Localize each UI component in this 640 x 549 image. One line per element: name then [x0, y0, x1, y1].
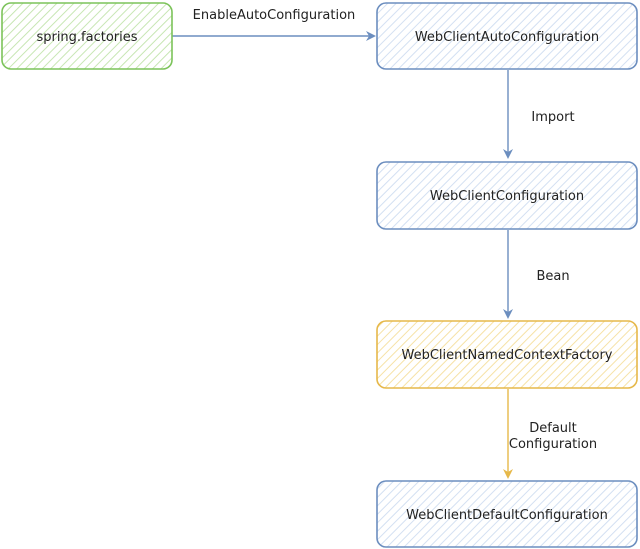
edge-label-bean: Bean — [536, 269, 569, 284]
node-label-webclient-auto-configuration: WebClientAutoConfiguration — [415, 30, 599, 45]
edge-default-configuration: Default Configuration — [503, 389, 597, 479]
edge-label-default-configuration-line1: Default — [529, 421, 577, 436]
node-box-spring-factories — [1, 2, 173, 70]
node-webclient-default-configuration: WebClientDefaultConfiguration — [376, 480, 638, 548]
node-webclient-auto-configuration: WebClientAutoConfiguration — [376, 2, 638, 70]
node-box-webclient-default-configuration — [376, 480, 638, 548]
node-spring-factories: spring.factories — [1, 2, 173, 70]
edge-import: Import — [503, 70, 575, 159]
node-label-webclient-named-context-factory: WebClientNamedContextFactory — [402, 348, 613, 363]
edge-label-default-configuration-line2: Configuration — [509, 437, 597, 452]
edge-enable-auto-configuration: EnableAutoConfiguration — [172, 8, 376, 41]
node-label-spring-factories: spring.factories — [36, 30, 137, 45]
edge-label-import: Import — [531, 110, 574, 125]
node-box-webclient-named-context-factory — [376, 320, 638, 389]
edge-label-enable-auto-configuration: EnableAutoConfiguration — [193, 8, 356, 23]
node-box-webclient-configuration — [376, 161, 638, 230]
node-label-webclient-configuration: WebClientConfiguration — [430, 189, 584, 204]
node-webclient-named-context-factory: WebClientNamedContextFactory — [376, 320, 638, 389]
node-label-webclient-default-configuration: WebClientDefaultConfiguration — [406, 508, 608, 523]
edge-bean: Bean — [503, 230, 570, 319]
node-box-webclient-auto-configuration — [376, 2, 638, 70]
node-webclient-configuration: WebClientConfiguration — [376, 161, 638, 230]
